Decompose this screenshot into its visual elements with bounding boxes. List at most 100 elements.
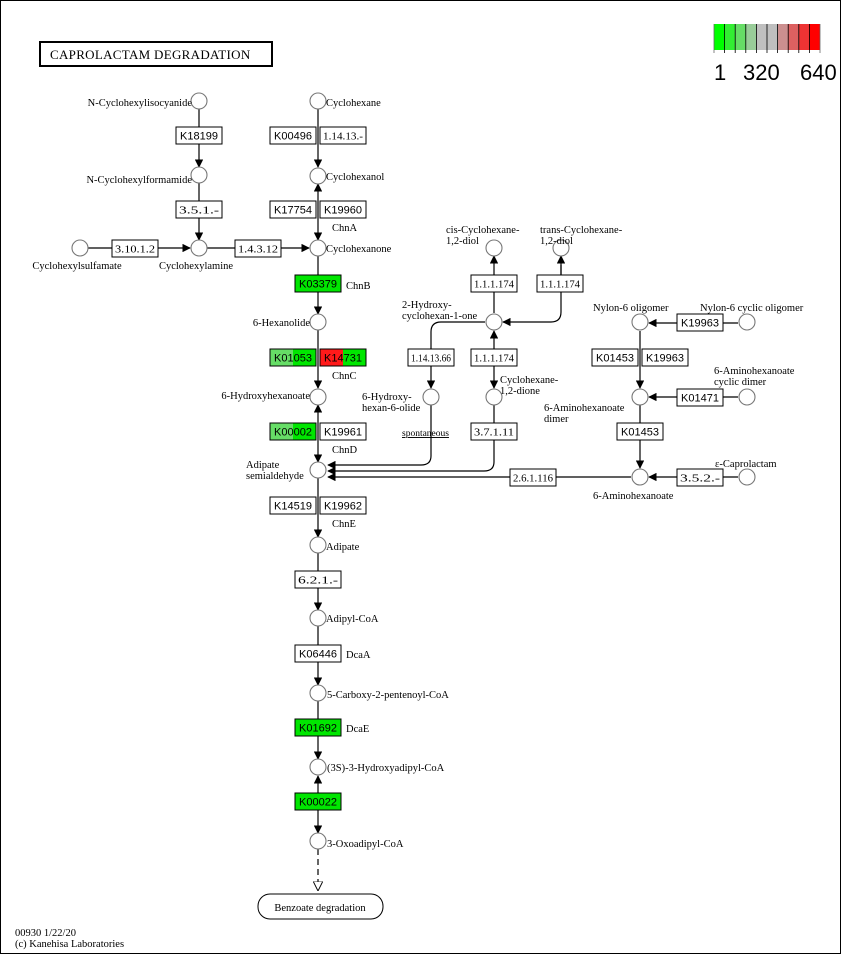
enzyme-k01053[interactable]: K01053 xyxy=(269,348,317,367)
enzyme-k00496[interactable]: K00496 xyxy=(269,126,317,145)
enzyme-ec-3.5.1.-[interactable]: 3.5.1.- xyxy=(175,200,223,219)
compound-6-hexanolide[interactable]: 6-Hexanolide xyxy=(253,313,327,331)
compound-6-aminohexanoate[interactable]: 6-Aminohexanoate xyxy=(593,468,674,502)
enzyme-box[interactable] xyxy=(319,126,367,145)
enzyme-ec-1.14.13.-[interactable]: 1.14.13.- xyxy=(319,126,367,145)
compound-2-hydroxycyclohexan-1-one[interactable]: 2-Hydroxy-cyclohexan-1-one xyxy=(402,300,503,331)
enzyme-box[interactable] xyxy=(269,422,317,441)
spontaneous-label[interactable]: spontaneous xyxy=(402,429,449,439)
compound-node[interactable] xyxy=(309,313,327,331)
compound-node[interactable] xyxy=(738,468,756,486)
compound-node[interactable] xyxy=(631,313,649,331)
enzyme-box[interactable] xyxy=(319,348,367,367)
enzyme-k19962[interactable]: K19962 xyxy=(319,496,367,515)
enzyme-box[interactable] xyxy=(676,388,724,407)
enzyme-box[interactable] xyxy=(319,422,367,441)
compound-6-hydroxyhexan-6-olide[interactable]: 6-Hydroxy-hexan-6-olide xyxy=(362,388,440,414)
compound-cyclohexane[interactable]: Cyclohexane xyxy=(309,92,381,110)
enzyme-box[interactable] xyxy=(470,274,518,293)
enzyme-ec-3.10.1.2[interactable]: 3.10.1.2 xyxy=(111,239,159,258)
compound-node[interactable] xyxy=(309,388,327,406)
compound-cyclohexylamine[interactable]: Cyclohexylamine xyxy=(159,239,233,272)
enzyme-ec-1.4.3.12[interactable]: 1.4.3.12 xyxy=(234,239,282,258)
compound-node[interactable] xyxy=(552,239,570,257)
compound-cyclohexanol[interactable]: Cyclohexanol xyxy=(309,167,384,185)
compound-trans-cyclohexane-1-2-diol[interactable]: trans-Cyclohexane-1,2-diol xyxy=(540,225,623,257)
enzyme-box[interactable] xyxy=(616,422,664,441)
enzyme-ec-1.1.1.174-a[interactable]: 1.1.1.174 xyxy=(470,274,518,293)
enzyme-k03379[interactable]: K03379 xyxy=(294,274,342,293)
enzyme-k19963-a[interactable]: K19963 xyxy=(676,313,724,332)
enzyme-ec-1.14.13.66[interactable]: 1.14.13.66 xyxy=(407,348,455,367)
enzyme-k18199[interactable]: K18199 xyxy=(175,126,223,145)
compound-node[interactable] xyxy=(309,758,327,776)
enzyme-k06446[interactable]: K06446 xyxy=(294,644,342,663)
compound-node[interactable] xyxy=(738,313,756,331)
compound-node[interactable] xyxy=(309,239,327,257)
compound-node[interactable] xyxy=(309,609,327,627)
compound-node[interactable] xyxy=(190,239,208,257)
enzyme-box[interactable] xyxy=(294,570,342,589)
enzyme-box[interactable] xyxy=(676,468,724,487)
compound-epsilon-caprolactam[interactable]: ε-Caprolactam xyxy=(715,459,777,486)
compound-node[interactable] xyxy=(309,92,327,110)
enzyme-box[interactable] xyxy=(269,126,317,145)
enzyme-box[interactable] xyxy=(319,200,367,219)
compound-node[interactable] xyxy=(309,684,327,702)
enzyme-k01471[interactable]: K01471 xyxy=(676,388,724,407)
compound-node[interactable] xyxy=(485,239,503,257)
enzyme-k01453-b[interactable]: K01453 xyxy=(616,422,664,441)
enzyme-k19961[interactable]: K19961 xyxy=(319,422,367,441)
enzyme-box[interactable] xyxy=(269,200,317,219)
enzyme-k14519[interactable]: K14519 xyxy=(269,496,317,515)
compound-6-hydroxyhexanoate[interactable]: 6-Hydroxyhexanoate xyxy=(221,388,327,406)
compound-node[interactable] xyxy=(422,388,440,406)
enzyme-box[interactable] xyxy=(470,348,518,367)
enzyme-box[interactable] xyxy=(294,792,342,811)
enzyme-box[interactable] xyxy=(294,274,342,293)
compound-5-carboxy-2-pentenoyl-coa[interactable]: 5-Carboxy-2-pentenoyl-CoA xyxy=(309,684,449,702)
enzyme-box[interactable] xyxy=(234,239,282,258)
enzyme-box[interactable] xyxy=(509,468,557,487)
enzyme-box[interactable] xyxy=(175,200,223,219)
compound-node[interactable] xyxy=(309,167,327,185)
enzyme-ec-2.6.1.116[interactable]: 2.6.1.116 xyxy=(509,468,557,487)
compound-adipyl-coa[interactable]: Adipyl-CoA xyxy=(309,609,379,627)
enzyme-box[interactable] xyxy=(294,718,342,737)
compound-3s-3-hydroxyadipyl-coa[interactable]: (3S)-3-Hydroxyadipyl-CoA xyxy=(309,758,445,776)
enzyme-ec-1.1.1.174-c[interactable]: 1.1.1.174 xyxy=(470,348,518,367)
enzyme-box[interactable] xyxy=(676,313,724,332)
compound-n-cyclohexylformamide[interactable]: N-Cyclohexylformamide xyxy=(86,166,208,186)
enzyme-ec-6.2.1.-[interactable]: 6.2.1.- xyxy=(294,570,342,589)
enzyme-ec-3.5.2.-[interactable]: 3.5.2.- xyxy=(676,468,724,487)
enzyme-k00002[interactable]: K00002 xyxy=(269,422,317,441)
compound-node[interactable] xyxy=(631,388,649,406)
enzyme-box[interactable] xyxy=(407,348,455,367)
compound-node[interactable] xyxy=(309,536,327,554)
enzyme-box[interactable] xyxy=(536,274,584,293)
compound-adipate[interactable]: Adipate xyxy=(309,536,360,554)
enzyme-ec-1.1.1.174-b[interactable]: 1.1.1.174 xyxy=(536,274,584,293)
compound-node[interactable] xyxy=(738,388,756,406)
compound-cyclohexanone[interactable]: Cyclohexanone xyxy=(309,239,392,257)
compound-cyclohexylsulfamate[interactable]: Cyclohexylsulfamate xyxy=(32,239,122,272)
linked-map-benzoate-degradation[interactable]: Benzoate degradation xyxy=(257,893,384,920)
compound-nylon-6-oligomer[interactable]: Nylon-6 oligomer xyxy=(593,303,669,331)
compound-cyclohexane-1-2-dione[interactable]: Cyclohexane-1,2-dione xyxy=(485,375,559,406)
enzyme-box[interactable] xyxy=(175,126,223,145)
compound-nylon-6-cyclic-oligomer[interactable]: Nylon-6 cyclic oligomer xyxy=(700,303,804,331)
compound-cis-cyclohexane-1-2-diol[interactable]: cis-Cyclohexane-1,2-diol xyxy=(446,225,520,257)
enzyme-box[interactable] xyxy=(111,239,159,258)
enzyme-k17754[interactable]: K17754 xyxy=(269,200,317,219)
compound-node[interactable] xyxy=(190,166,208,184)
enzyme-box[interactable] xyxy=(470,422,518,441)
compound-node[interactable] xyxy=(485,313,503,331)
enzyme-box[interactable] xyxy=(269,348,317,367)
compound-node[interactable] xyxy=(631,468,649,486)
enzyme-k01453-a[interactable]: K01453 xyxy=(591,348,639,367)
compound-node[interactable] xyxy=(190,92,208,110)
compound-3-oxoadipyl-coa[interactable]: 3-Oxoadipyl-CoA xyxy=(309,832,404,850)
